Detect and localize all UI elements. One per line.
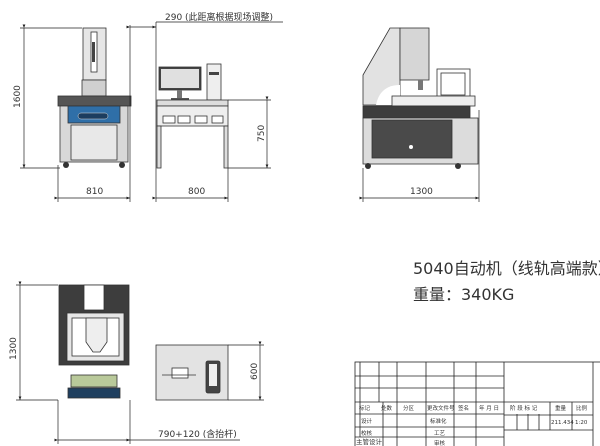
dim-desk-width: 800	[188, 187, 205, 197]
tb-weight-label: 重量	[555, 404, 567, 412]
tb-header-change-doc: 更改文件号	[427, 404, 455, 412]
weight-title: 重量：340KG	[413, 285, 514, 304]
tb-header-date: 年 月 日	[479, 404, 499, 412]
computer-desk-front	[156, 63, 229, 169]
tb-scale-value: 1:20	[575, 420, 588, 426]
tb-review: 审核	[434, 439, 446, 446]
tb-design: 设计	[361, 417, 373, 425]
top-view-machine	[58, 284, 130, 399]
dim-side-width: 1300	[410, 187, 433, 197]
top-view-desk	[155, 344, 229, 401]
tb-header-count: 处数	[381, 404, 393, 412]
tb-standardize: 标准化	[430, 417, 447, 425]
dim-front-width: 810	[86, 187, 103, 197]
tb-header-zone: 分区	[403, 404, 415, 412]
tb-weight-value: 211.434	[551, 420, 574, 426]
dimension-lines	[16, 21, 480, 444]
front-view-machine	[57, 27, 132, 168]
tb-process: 工艺	[434, 430, 446, 437]
dim-desk-height: 750	[257, 125, 267, 142]
tb-header-mark: 标记	[359, 404, 371, 412]
tb-chief-design: 主管设计	[356, 437, 383, 446]
dim-desk-offset: 290 (此距离根据现场调整)	[165, 11, 273, 23]
side-view-machine	[362, 27, 479, 169]
model-title: 5040自动机（线轨高端款）	[413, 259, 600, 278]
tb-stage-mark: 阶 段 标 记	[510, 404, 538, 412]
title-block	[354, 361, 600, 446]
dim-top-depth: 1300	[9, 337, 19, 360]
tb-scale-label: 比例	[576, 404, 588, 412]
tb-header-sign: 签名	[458, 404, 469, 412]
tb-check: 校核	[361, 429, 373, 437]
dim-top-width: 790+120 (含抬杆)	[158, 428, 237, 440]
dim-desk-depth: 600	[250, 363, 260, 380]
dim-front-height: 1600	[13, 85, 23, 108]
